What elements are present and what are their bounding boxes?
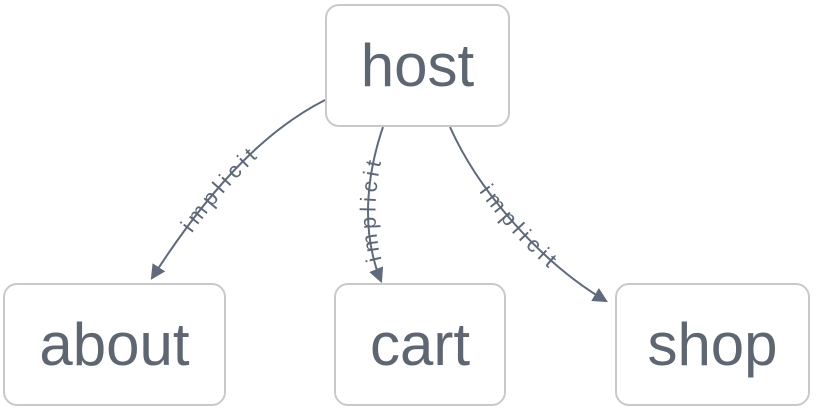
- edge-host-shop: [449, 126, 608, 303]
- node-shop-label: shop: [647, 310, 778, 378]
- edge-host-cart: [367, 126, 384, 284]
- node-host-label: host: [360, 31, 475, 99]
- edge-label-host-shop: implicit: [475, 180, 566, 276]
- node-shop: shop: [615, 283, 810, 406]
- edge-label-host-cart: implicit: [355, 153, 387, 265]
- edge-label-host-about: implicit: [176, 139, 265, 236]
- node-about: about: [3, 283, 226, 406]
- node-cart: cart: [334, 283, 506, 406]
- node-cart-label: cart: [369, 310, 471, 378]
- node-host: host: [325, 4, 510, 127]
- node-about-label: about: [39, 310, 190, 378]
- edge-host-about: [150, 99, 326, 280]
